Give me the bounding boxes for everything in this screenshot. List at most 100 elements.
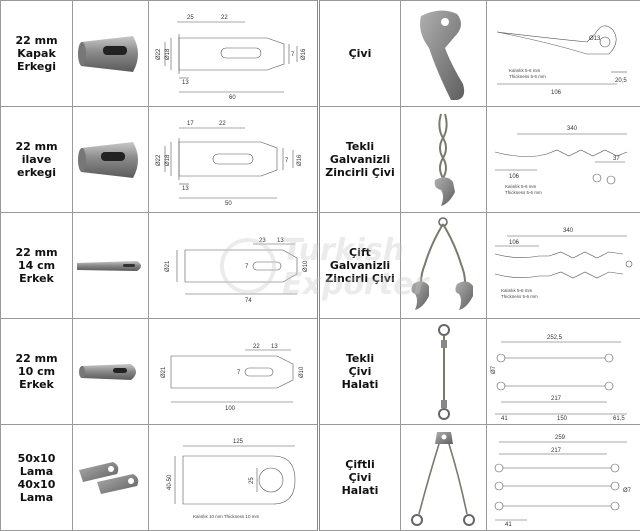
civi-technical-drawing: Ø13 Kalınlık 5-6 mm Thickness 5-6 mm 106… xyxy=(487,2,640,106)
table-row: 50x10 Lama 40x10 Lama xyxy=(1,425,640,531)
ciftli-civi-halati-photo xyxy=(401,425,487,531)
product-name-tekli-zincirli-civi: Tekli Galvanizli Zincirli Çivi xyxy=(319,107,401,213)
table-row: 22 mm ilave erkegi xyxy=(1,107,640,213)
erkek-14cm-technical-drawing: Ø21 23 13 7 Ø10 74 xyxy=(149,214,319,318)
erkek-14cm-part-icon xyxy=(73,214,149,318)
dim-label: 217 xyxy=(551,448,562,454)
dim-label: 7 xyxy=(285,158,289,164)
dim-note: Kalınlık 5-6 mm xyxy=(509,68,541,73)
dim-label: 7 xyxy=(245,264,249,270)
kapak-erkegi-drawing: 25 22 Ø22 Ø18 7 Ø16 13 60 xyxy=(149,1,319,107)
table-row: 22 mm 14 cm Erkek xyxy=(1,213,640,319)
erkek-14cm-drawing: Ø21 23 13 7 Ø10 74 xyxy=(149,213,319,319)
tekli-civi-halati-part-icon xyxy=(401,320,487,424)
civi-hook-part-icon xyxy=(401,2,487,106)
erkek-10cm-part-icon xyxy=(73,320,149,424)
dim-label: Ø10 xyxy=(299,365,305,377)
ilave-erkegi-drawing: 17 22 Ø22 Ø18 7 Ø16 13 50 xyxy=(149,107,319,213)
ciftli-civi-halati-technical-drawing: 259 217 41 Ø7 xyxy=(487,426,640,530)
tekli-civi-halati-photo xyxy=(401,319,487,425)
dim-label: Ø18 xyxy=(165,47,171,59)
dim-label: Ø13 xyxy=(589,36,601,42)
dim-label: 106 xyxy=(509,174,520,180)
product-name-cift-zincirli-civi: Çift Galvanizli Zincirli Çivi xyxy=(319,213,401,319)
dim-label: 25 xyxy=(187,15,194,21)
erkek-10cm-photo xyxy=(73,319,149,425)
dim-label: 20,5 xyxy=(615,78,627,84)
dim-label: 22 xyxy=(253,344,260,350)
dim-label: 22 xyxy=(221,15,228,21)
dim-label: 259 xyxy=(555,435,566,441)
dim-label: Ø16 xyxy=(301,47,307,59)
lama-technical-drawing: 125 40-50 25 Kalınlık 10 mm Thickness 10… xyxy=(149,426,319,530)
erkek-10cm-technical-drawing: Ø21 22 13 7 Ø10 100 xyxy=(149,320,319,424)
ilave-erkegi-technical-drawing: 17 22 Ø22 Ø18 7 Ø16 13 50 xyxy=(149,108,319,212)
tekli-civi-halati-drawing: 252,5 217 150 41 61,5 Ø7 xyxy=(487,319,640,425)
cift-zincirli-civi-technical-drawing: 340 106 Kalınlık 5-6 mm Thickness 5-6 mm xyxy=(487,214,640,318)
dim-label: 150 xyxy=(557,416,568,422)
dim-label: Ø18 xyxy=(165,153,171,165)
dim-label: 217 xyxy=(551,396,562,402)
tekli-zincirli-civi-drawing: 340 Kalınlık 5-6 mm Thickness 5-6 mm 106… xyxy=(487,107,640,213)
dim-label: 60 xyxy=(229,95,236,101)
dim-label: Ø21 xyxy=(161,365,167,377)
dim-label: Ø22 xyxy=(156,47,162,59)
lama-photo xyxy=(73,425,149,531)
dim-label: Ø10 xyxy=(303,259,309,271)
product-name-kapak-erkegi: 22 mm Kapak Erkegi xyxy=(1,1,73,107)
lama-plate-part-icon xyxy=(73,426,149,530)
cift-zincirli-civi-part-icon xyxy=(401,214,487,318)
dim-label: 22 xyxy=(219,121,226,127)
dim-label: 74 xyxy=(245,298,252,304)
dim-label: 25 xyxy=(249,476,255,483)
ilave-erkegi-photo xyxy=(73,107,149,213)
tekli-zincirli-civi-part-icon xyxy=(401,108,487,212)
cift-zincirli-civi-photo xyxy=(401,213,487,319)
dim-label: 125 xyxy=(233,439,244,445)
tekli-civi-halati-technical-drawing: 252,5 217 150 41 61,5 Ø7 xyxy=(487,320,640,424)
erkek-10cm-drawing: Ø21 22 13 7 Ø10 100 xyxy=(149,319,319,425)
dim-label: 252,5 xyxy=(547,335,563,341)
dim-label: Ø22 xyxy=(156,153,162,165)
dim-label: 13 xyxy=(271,344,278,350)
kapak-erkegi-part-icon xyxy=(73,2,149,106)
dim-label: 50 xyxy=(225,201,232,207)
product-name-tekli-civi-halati: Tekli Çivi Halati xyxy=(319,319,401,425)
cift-zincirli-civi-drawing: 340 106 Kalınlık 5-6 mm Thickness 5-6 mm xyxy=(487,213,640,319)
kapak-erkegi-photo xyxy=(73,1,149,107)
product-name-civi: Çivi xyxy=(319,1,401,107)
dim-label: 340 xyxy=(567,126,578,132)
dim-label: Ø21 xyxy=(165,259,171,271)
dim-note: Thickness 5-6 mm xyxy=(505,190,542,195)
dim-label: 41 xyxy=(505,522,512,528)
dim-note: Thickness 5-6 mm xyxy=(509,74,546,79)
product-name-erkek-10cm: 22 mm 10 cm Erkek xyxy=(1,319,73,425)
civi-drawing: Ø13 Kalınlık 5-6 mm Thickness 5-6 mm 106… xyxy=(487,1,640,107)
dim-label: 106 xyxy=(509,240,520,246)
product-name-ciftli-civi-halati: Çiftli Çivi Halati xyxy=(319,425,401,531)
dim-note: Thickness 5-6 mm xyxy=(501,294,538,299)
dim-label: 7 xyxy=(291,52,295,58)
dim-label: 7 xyxy=(237,370,241,376)
dim-label: 23 xyxy=(259,238,266,244)
product-name-ilave-erkegi: 22 mm ilave erkegi xyxy=(1,107,73,213)
ciftli-civi-halati-part-icon xyxy=(401,426,487,530)
dim-label: Ø16 xyxy=(297,153,303,165)
ciftli-civi-halati-drawing: 259 217 41 Ø7 xyxy=(487,425,640,531)
dim-label: 40-50 xyxy=(167,473,173,489)
dim-note: Kalınlık 10 mm Thickness 10 mm xyxy=(193,514,259,519)
civi-photo xyxy=(401,1,487,107)
dim-label: 41 xyxy=(501,416,508,422)
dim-label: 17 xyxy=(187,121,194,127)
tekli-zincirli-civi-technical-drawing: 340 Kalınlık 5-6 mm Thickness 5-6 mm 106… xyxy=(487,108,640,212)
dim-label: Ø7 xyxy=(491,365,497,374)
dim-label: 106 xyxy=(551,90,562,96)
table-row: 22 mm Kapak Erkegi xyxy=(1,1,640,107)
dim-note: Kalınlık 5-6 mm xyxy=(505,184,537,189)
product-name-lama: 50x10 Lama 40x10 Lama xyxy=(1,425,73,531)
dim-label: 100 xyxy=(225,406,236,412)
dim-label: 13 xyxy=(182,186,189,192)
dim-label: Ø7 xyxy=(623,488,632,494)
dim-label: 340 xyxy=(563,228,574,234)
